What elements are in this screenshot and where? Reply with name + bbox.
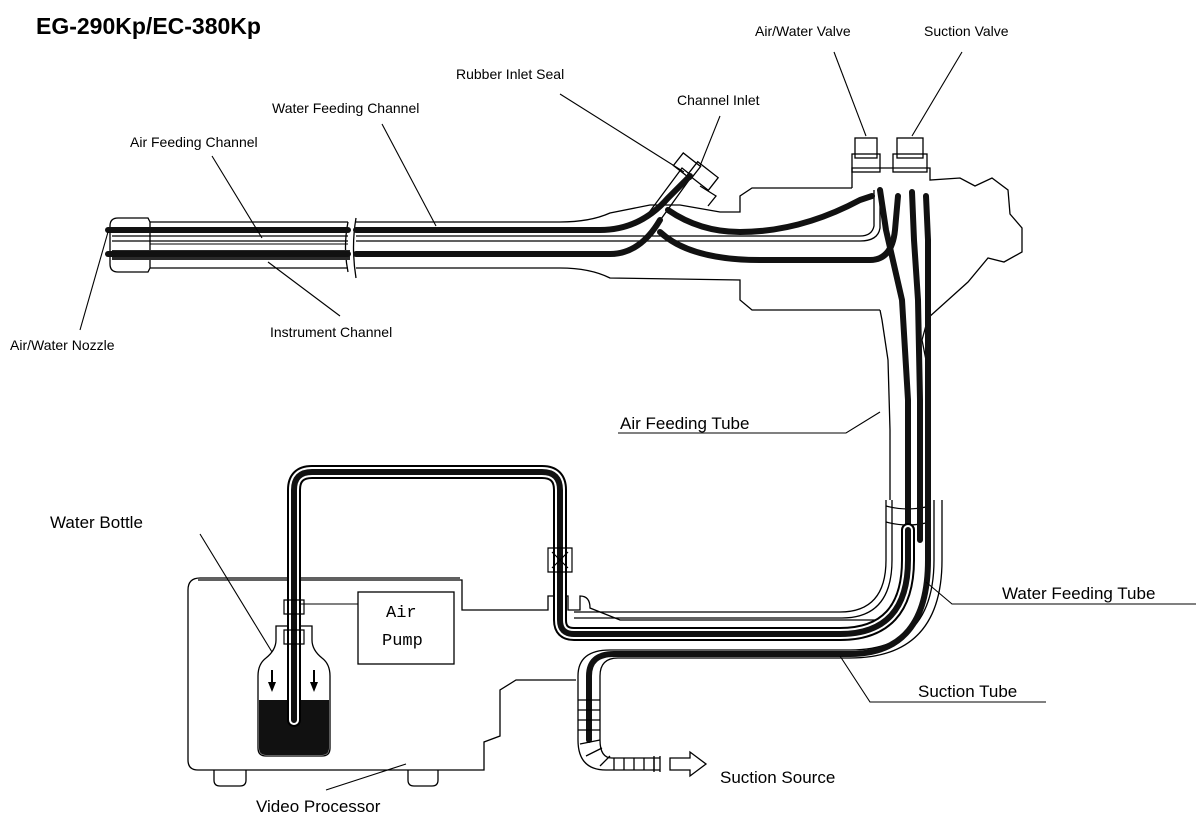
label-water-bottle: Water Bottle — [50, 513, 143, 532]
label-air-pump-line1: Air — [386, 604, 417, 623]
label-water-feeding-tube: Water Feeding Tube — [1002, 584, 1155, 603]
label-channel-inlet: Channel Inlet — [677, 92, 760, 108]
leader-lines — [79, 51, 1196, 791]
suction-arrow-icon — [669, 750, 708, 778]
label-suction-valve: Suction Valve — [924, 23, 1009, 39]
diagram-title: EG-290Kp/EC-380Kp — [36, 13, 261, 39]
label-air-water-valve: Air/Water Valve — [755, 23, 851, 39]
label-air-pump-line2: Pump — [382, 632, 423, 651]
channel-inlet-port — [641, 152, 720, 227]
water-bottle — [257, 625, 331, 757]
suction-bellows — [577, 690, 708, 778]
air-water-valve-cap — [854, 137, 878, 159]
control-section — [851, 137, 1023, 501]
label-air-feeding-channel: Air Feeding Channel — [130, 134, 258, 150]
external-tubes — [283, 465, 943, 743]
label-instrument-channel: Instrument Channel — [270, 324, 392, 340]
label-rubber-inlet-seal: Rubber Inlet Seal — [456, 66, 564, 82]
air-pump-box — [357, 591, 455, 665]
label-air-water-nozzle: Air/Water Nozzle — [10, 337, 115, 353]
water-fill — [259, 700, 329, 755]
label-video-processor: Video Processor — [256, 797, 381, 816]
label-water-feeding-channel: Water Feeding Channel — [272, 100, 419, 116]
video-processor-housing — [187, 577, 880, 787]
internal-channels — [105, 173, 931, 543]
insertion-tube — [109, 187, 880, 311]
suction-valve-cap — [896, 137, 924, 159]
label-air-feeding-tube: Air Feeding Tube — [620, 414, 749, 433]
label-suction-source: Suction Source — [720, 768, 835, 787]
label-suction-tube: Suction Tube — [918, 682, 1017, 701]
